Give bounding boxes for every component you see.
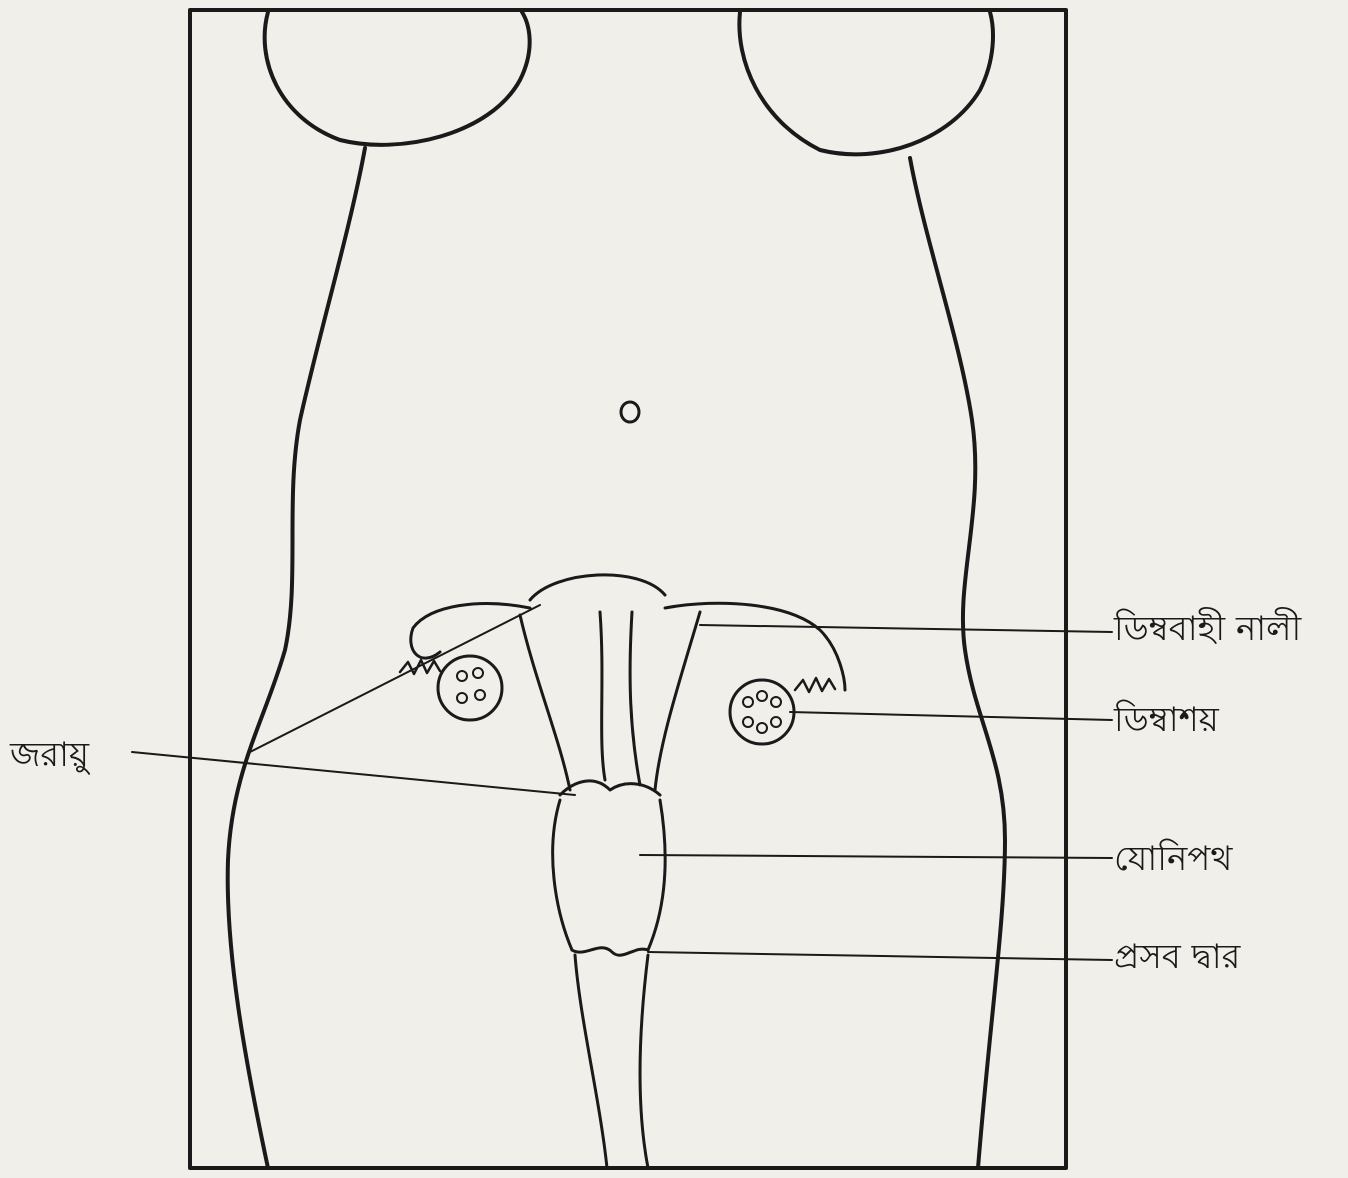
right-breast (739, 12, 993, 154)
torso-right-outline (910, 158, 1005, 1168)
label-ovary: ডিম্বাশয় (1114, 703, 1219, 737)
ovary-right (730, 680, 794, 744)
uterus-cavity (520, 612, 700, 790)
label-birth-canal: প্রসব দ্বার (1114, 940, 1240, 974)
leader-fallopian-tube (700, 625, 1112, 632)
fallopian-tube-right (665, 603, 845, 690)
fallopian-tube-left (411, 604, 530, 659)
ovary-left (438, 656, 502, 720)
label-uterus: জরায়ু (10, 738, 89, 772)
ovary-follicles-right (743, 691, 781, 733)
leader-ovary (790, 712, 1112, 720)
label-fallopian-tube: ডিম্ববাহী নালী (1114, 612, 1301, 646)
leader-uterus-upper (250, 605, 540, 752)
vaginal-opening (572, 948, 648, 955)
ovary-follicles-left (457, 668, 485, 703)
leader-uterus-lower (132, 752, 575, 795)
cervix (560, 781, 660, 795)
fimbriae-right (795, 678, 835, 692)
left-breast (265, 12, 530, 145)
leader-birth-canal (648, 952, 1112, 960)
frame-border (190, 10, 1066, 1168)
torso-left-outline (228, 148, 365, 1168)
label-vagina: যোনিপথ (1114, 842, 1232, 876)
vagina-outline (553, 800, 665, 950)
uterus-outline (530, 575, 665, 600)
leader-vagina (640, 855, 1112, 858)
navel (621, 402, 639, 422)
lower-canal (575, 955, 648, 1168)
